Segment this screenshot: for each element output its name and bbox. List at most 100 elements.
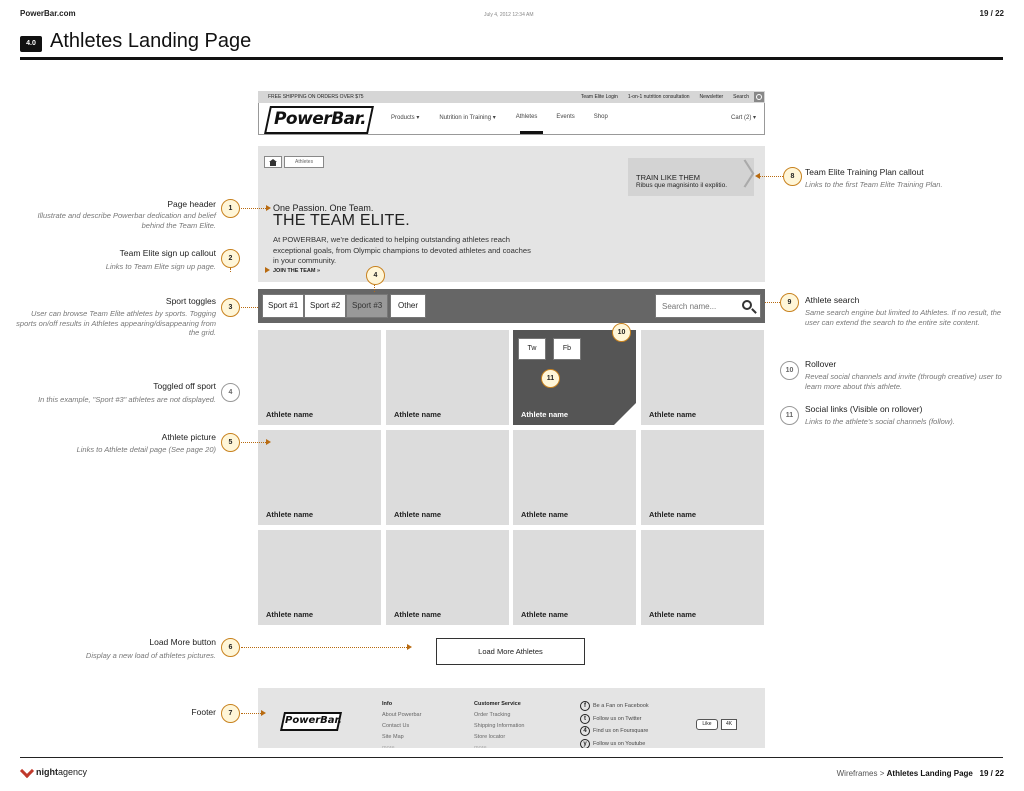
annotation-marker: 4 bbox=[366, 266, 385, 285]
sport-toggle-3[interactable]: Sport #3 bbox=[346, 294, 389, 318]
annotation-desc: In this example, "Sport #3" athletes are… bbox=[38, 395, 216, 404]
sport-toggle-1[interactable]: Sport #1 bbox=[262, 294, 305, 318]
athlete-name: Athlete name bbox=[266, 410, 314, 419]
athlete-card[interactable]: Athlete name bbox=[386, 330, 509, 425]
athlete-card[interactable]: Athlete name bbox=[641, 330, 764, 425]
footer-more-link[interactable]: more bbox=[474, 745, 487, 748]
section-badge: 4.0 bbox=[20, 36, 42, 52]
athlete-name: Athlete name bbox=[649, 610, 697, 619]
newsletter-link[interactable]: Newsletter bbox=[699, 94, 724, 100]
nav-athletes[interactable]: Athletes bbox=[515, 114, 538, 120]
athlete-card[interactable]: Athlete name bbox=[386, 530, 509, 625]
search-icon[interactable] bbox=[754, 92, 764, 102]
athlete-card[interactable]: Athlete name bbox=[258, 530, 381, 625]
agency-name-rest: agency bbox=[58, 767, 88, 777]
athlete-search-input[interactable] bbox=[662, 300, 742, 312]
powerbar-logo[interactable]: PowerBar. bbox=[273, 109, 367, 129]
footer-rule bbox=[20, 757, 1003, 758]
annotation-marker: 9 bbox=[780, 293, 799, 312]
athlete-search[interactable] bbox=[655, 294, 761, 318]
agency-name-bold: night bbox=[36, 767, 58, 777]
athlete-name: Athlete name bbox=[266, 510, 314, 519]
footer-logo[interactable]: PowerBar. bbox=[285, 715, 342, 726]
agency-name: nightagency bbox=[36, 767, 87, 777]
doc-site-name: PowerBar.com bbox=[20, 9, 76, 18]
annotation-marker: 10 bbox=[780, 361, 799, 380]
footer-link[interactable]: Shipping Information bbox=[474, 723, 525, 729]
athlete-card[interactable]: Athlete name bbox=[258, 430, 381, 525]
join-team-link[interactable]: JOIN THE TEAM » bbox=[273, 268, 321, 274]
annotation-desc: Reveal social channels and invite (throu… bbox=[805, 372, 1002, 391]
annotation-marker: 5 bbox=[221, 433, 240, 452]
cart-link[interactable]: Cart (2) ▾ bbox=[730, 115, 756, 121]
nav-nutrition[interactable]: Nutrition in Training ▾ bbox=[439, 115, 496, 121]
athlete-name: Athlete name bbox=[394, 610, 442, 619]
training-plan-callout[interactable] bbox=[628, 158, 754, 196]
magnifier-icon[interactable] bbox=[742, 300, 752, 310]
sport-toggle-2[interactable]: Sport #2 bbox=[304, 294, 347, 318]
footer-link[interactable]: Order Tracking bbox=[474, 712, 511, 718]
nutrition-consultation-link[interactable]: 1-on-1 nutrition consultation bbox=[627, 94, 690, 100]
hero-title: THE TEAM ELITE. bbox=[273, 212, 410, 229]
annotation-marker: 11 bbox=[780, 406, 799, 425]
nav-events[interactable]: Events bbox=[556, 114, 575, 120]
home-icon[interactable] bbox=[264, 156, 282, 168]
search-link[interactable]: Search bbox=[733, 94, 749, 100]
sport-toggle-other[interactable]: Other bbox=[390, 294, 426, 318]
callout-text: Ribus que magnisinto il explitio. bbox=[636, 182, 728, 189]
load-more-button[interactable]: Load More Athletes bbox=[436, 638, 585, 665]
athlete-card[interactable]: Athlete name bbox=[641, 530, 764, 625]
hero-body: At POWERBAR, we're dedicated to helping … bbox=[273, 235, 531, 265]
page-title: Athletes Landing Page bbox=[50, 30, 252, 52]
footer-service-heading: Customer Service bbox=[474, 701, 521, 707]
annotation-title: Team Elite Training Plan callout bbox=[805, 167, 924, 177]
footer-link[interactable]: Site Map bbox=[382, 734, 404, 740]
main-nav: PowerBar. Products ▾ Nutrition in Traini… bbox=[258, 103, 765, 135]
annotation-title: Social links (Visible on rollover) bbox=[805, 404, 923, 414]
nav-shop[interactable]: Shop bbox=[593, 114, 608, 120]
annotation-marker: 1 bbox=[221, 199, 240, 218]
leader-line bbox=[760, 176, 783, 177]
twitter-link[interactable]: Tw bbox=[518, 338, 546, 360]
foursquare-icon: 4 bbox=[580, 726, 590, 737]
annotation-desc: Illustrate and describe Powerbar dedicat… bbox=[37, 211, 216, 230]
athlete-card[interactable]: Athlete name bbox=[513, 530, 636, 625]
social-label: Be a Fan on Facebook bbox=[593, 703, 649, 710]
social-label: Follow us on Twitter bbox=[593, 715, 642, 722]
header-rule bbox=[20, 57, 1003, 60]
annotation-desc: Display a new load of athletes pictures. bbox=[85, 651, 216, 660]
breadcrumb-athletes[interactable]: Athletes bbox=[284, 156, 325, 168]
footer-link[interactable]: Store locator bbox=[474, 734, 506, 740]
annotation-marker: 7 bbox=[221, 704, 240, 723]
athlete-card-rollover[interactable]: Tw Fb Athlete name bbox=[513, 330, 636, 425]
athlete-name: Athlete name bbox=[394, 410, 442, 419]
athlete-card[interactable]: Athlete name bbox=[513, 430, 636, 525]
team-elite-login-link[interactable]: Team Elite Login bbox=[580, 94, 618, 100]
annotation-desc: Links to Team Elite sign up page. bbox=[105, 262, 216, 271]
annotation-desc: Same search engine but limited to Athlet… bbox=[805, 308, 1002, 327]
athlete-card[interactable]: Athlete name bbox=[641, 430, 764, 525]
footer-more-link[interactable]: more bbox=[382, 745, 395, 748]
arrow-right-icon bbox=[266, 439, 271, 445]
social-label: Find us on Foursquare bbox=[593, 728, 649, 735]
annotation-title: Athlete picture bbox=[161, 432, 216, 442]
annotation-marker: 3 bbox=[221, 298, 240, 317]
annotation-title: Rollover bbox=[805, 359, 837, 369]
footer-info-heading: Info bbox=[382, 701, 393, 707]
like-button[interactable]: Like bbox=[696, 719, 718, 730]
facebook-link[interactable]: Fb bbox=[553, 338, 581, 360]
footer-link[interactable]: Contact Us bbox=[382, 723, 410, 729]
athlete-card[interactable]: Athlete name bbox=[258, 330, 381, 425]
site-footer: PowerBar. Info About Powerbar Contact Us… bbox=[258, 688, 765, 748]
annotation-title: Sport toggles bbox=[165, 296, 216, 306]
athlete-card[interactable]: Athlete name bbox=[386, 430, 509, 525]
leader-line bbox=[241, 442, 266, 443]
doc-footer-prefix: Wireframes > bbox=[836, 769, 887, 778]
nav-products[interactable]: Products ▾ bbox=[391, 115, 420, 121]
footer-link[interactable]: About Powerbar bbox=[382, 712, 422, 718]
